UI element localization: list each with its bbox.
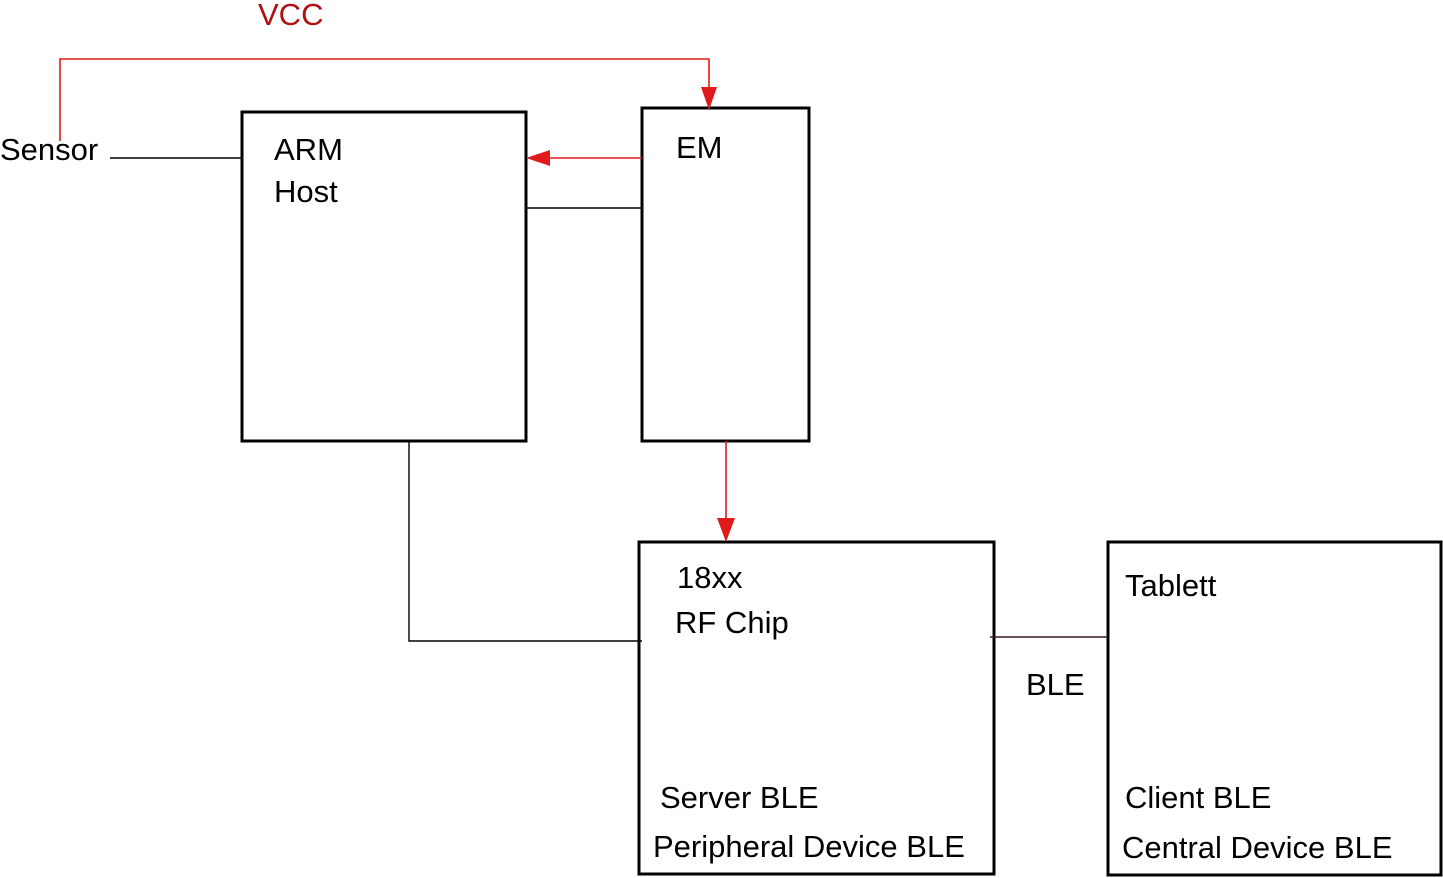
tablet-role-client: Client BLE xyxy=(1125,780,1271,815)
vcc-to-em-arrowhead xyxy=(701,87,717,110)
em-to-rf-arrowhead xyxy=(717,518,735,542)
arm-host-label-line1: ARM xyxy=(274,132,343,167)
tablet-label: Tablett xyxy=(1125,568,1217,603)
vcc-label: VCC xyxy=(258,0,323,32)
ble-link-label: BLE xyxy=(1026,667,1085,702)
arm-to-rf-wire xyxy=(408,441,642,642)
rf-chip-role-peripheral: Peripheral Device BLE xyxy=(653,829,965,864)
em-to-arm-arrowhead xyxy=(526,150,550,166)
vcc-power-line xyxy=(59,58,710,141)
sensor-label: Sensor xyxy=(0,132,98,167)
arm-host-label-line2: Host xyxy=(274,174,338,209)
em-label: EM xyxy=(676,130,723,165)
em-box xyxy=(640,106,811,443)
tablet-box xyxy=(1106,540,1443,877)
rf-chip-role-server: Server BLE xyxy=(660,780,819,815)
tablet-role-central: Central Device BLE xyxy=(1122,830,1393,865)
arm-host-box xyxy=(240,110,528,443)
rf-chip-label-line2: RF Chip xyxy=(675,605,789,640)
rf-chip-label-line1: 18xx xyxy=(677,560,743,595)
rf-chip-box xyxy=(637,540,996,876)
